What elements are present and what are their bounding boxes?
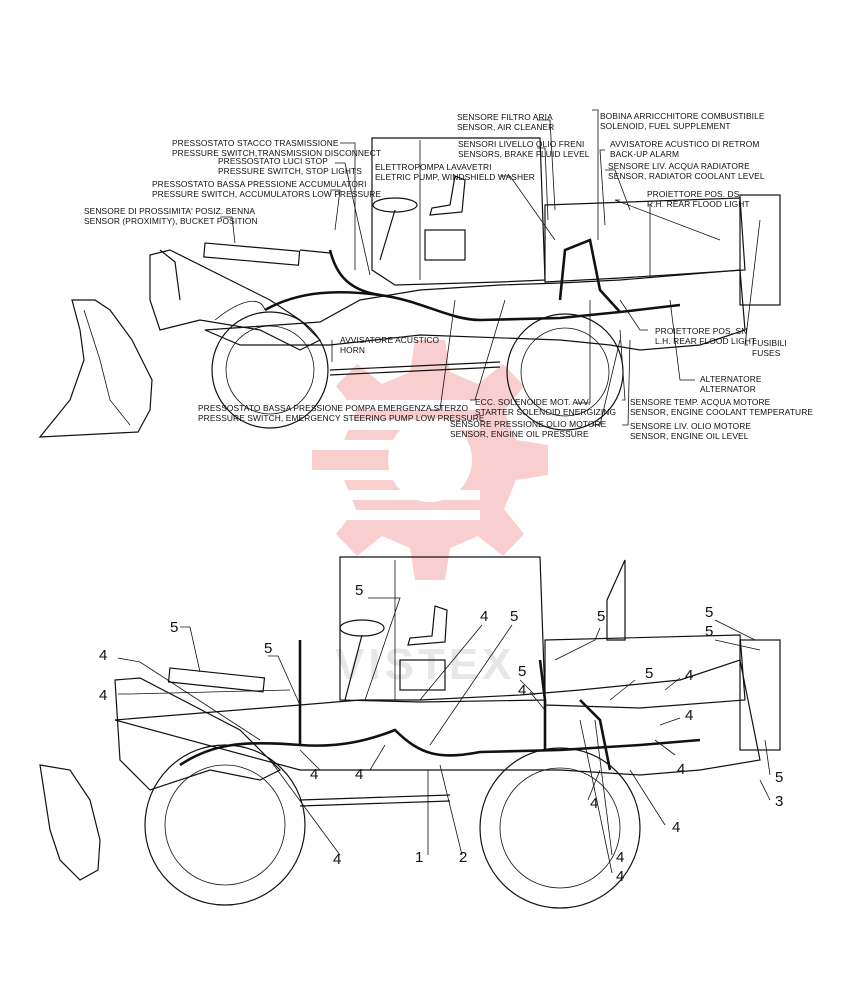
callout-number: 5 (518, 663, 527, 680)
callout-number: 4 (333, 851, 342, 868)
lower-harness (179, 728, 701, 767)
lower-cab (339, 556, 546, 703)
label-accumulators-switch: PRESSOSTATO BASSA PRESSIONE ACCUMULATORI… (152, 179, 382, 199)
callout-number: 4 (616, 868, 625, 885)
callout-number: 5 (355, 582, 364, 599)
callout-number: 4 (685, 667, 694, 684)
callout-number: 4 (677, 761, 686, 778)
lower-exhaust-stack (606, 559, 626, 641)
lower-steering-wheel (339, 619, 385, 637)
lower-rear-wheel (479, 747, 641, 909)
watermark-gear (312, 340, 548, 580)
callout-number: 1 (415, 849, 424, 866)
label-steering-switch: PRESSOSTATO BASSA PRESSIONE POMPA EMERGE… (198, 403, 485, 423)
callout-number: 5 (264, 640, 273, 657)
label-starter-solenoid: ECC. SOLENOIDE MOT. AVV.STARTER SOLENOID… (475, 397, 617, 417)
upper-cab (371, 137, 546, 286)
callout-number: 4 (310, 766, 319, 783)
upper-bucket (38, 299, 153, 438)
callout-number: 2 (459, 849, 468, 866)
upper-engine-hood (544, 197, 746, 283)
callout-number: 4 (590, 795, 599, 812)
lower-bucket (39, 764, 101, 881)
callout-number: 5 (645, 665, 654, 682)
upper-frame (204, 269, 746, 351)
lower-front-wheel (144, 744, 306, 906)
lower-frame (114, 659, 761, 776)
callout-number: 5 (170, 619, 179, 636)
callout-number: 4 (480, 608, 489, 625)
callout-number: 4 (518, 682, 527, 699)
callout-number: 5 (705, 623, 714, 640)
upper-boom (149, 249, 322, 351)
lower-boom (114, 677, 282, 791)
callout-number: 5 (705, 604, 714, 621)
callout-number: 5 (510, 608, 519, 625)
callout-number: 5 (775, 769, 784, 786)
callout-number: 3 (775, 793, 784, 810)
callout-number: 4 (99, 647, 108, 664)
upper-harness (264, 290, 681, 322)
upper-front-wheel (211, 311, 329, 429)
callout-number: 4 (616, 849, 625, 866)
upper-seat (429, 175, 466, 216)
callout-number: 5 (597, 608, 606, 625)
callout-number: 4 (99, 687, 108, 704)
callout-number: 4 (355, 766, 364, 783)
callout-number: 4 (685, 707, 694, 724)
callout-number: 4 (672, 819, 681, 836)
watermark-text: VISTEX (335, 640, 516, 689)
upper-driveshaft (329, 361, 501, 371)
lower-driveshaft (299, 794, 451, 801)
lower-seat (407, 605, 448, 646)
